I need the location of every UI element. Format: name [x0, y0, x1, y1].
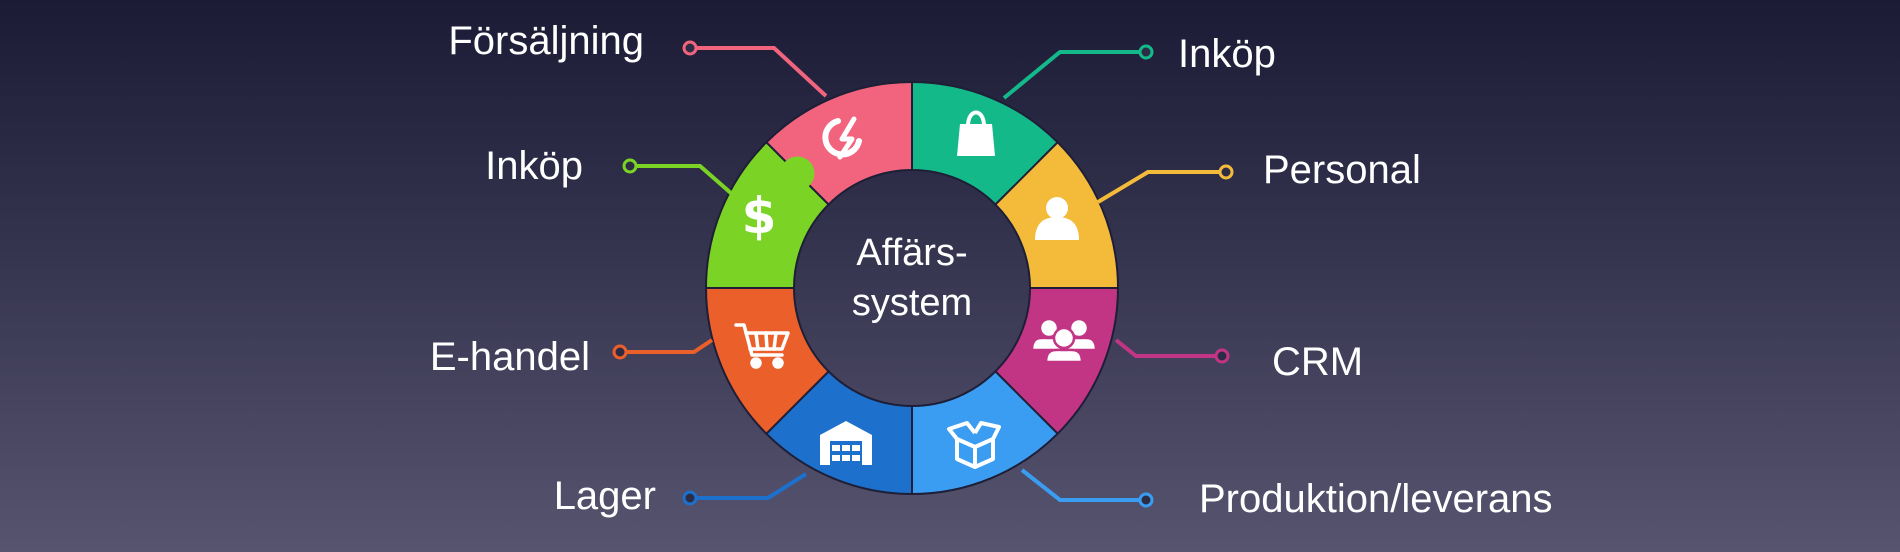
connector-e-handel [620, 338, 714, 354]
connector-lager [690, 472, 808, 500]
person-icon [1035, 197, 1079, 240]
dollar-icon: $ [742, 187, 777, 245]
connector-inkop-top [1002, 50, 1146, 100]
connector-crm [1114, 338, 1222, 358]
label-inkop-left: Inköp [485, 144, 583, 188]
connector-personal [1096, 170, 1226, 204]
connector-forsaljning-dot [682, 40, 698, 56]
label-crm: CRM [1272, 340, 1364, 384]
center-title-line2: system [851, 282, 973, 324]
connector-inkop-top-dot [1138, 44, 1154, 60]
svg-text:$: $ [742, 187, 777, 245]
connector-produktion-leverans-dot [1138, 492, 1154, 508]
center-title: Affärs- system [800, 228, 1024, 328]
people-group-icon [1030, 317, 1098, 364]
connector-lager-dot [682, 490, 698, 506]
connector-produktion-leverans [1020, 468, 1146, 502]
connector-inkop-left-dot [622, 158, 638, 174]
warehouse-icon [820, 421, 872, 465]
open-box-icon [947, 421, 1001, 469]
connector-crm-dot [1214, 348, 1230, 364]
label-personal: Personal [1263, 148, 1421, 192]
label-lager: Lager [553, 474, 656, 518]
lightning-coin-icon [822, 116, 862, 160]
connector-lines [612, 40, 1234, 508]
label-produktion-leverans: Produktion/leverans [1199, 477, 1553, 521]
connector-inkop-left [630, 164, 734, 196]
label-forsaljning: Försäljning [448, 19, 644, 63]
shopping-bag-icon [957, 110, 995, 156]
label-e-handel: E-handel [429, 335, 590, 379]
center-title-line1: Affärs- [856, 232, 968, 274]
shopping-cart-icon [734, 323, 790, 369]
label-inkop-top: Inköp [1178, 32, 1276, 76]
connector-forsaljning [690, 46, 828, 98]
connector-e-handel-dot [612, 344, 628, 360]
connector-personal-dot [1218, 164, 1234, 180]
segment-inkop-left-knob [780, 156, 815, 191]
